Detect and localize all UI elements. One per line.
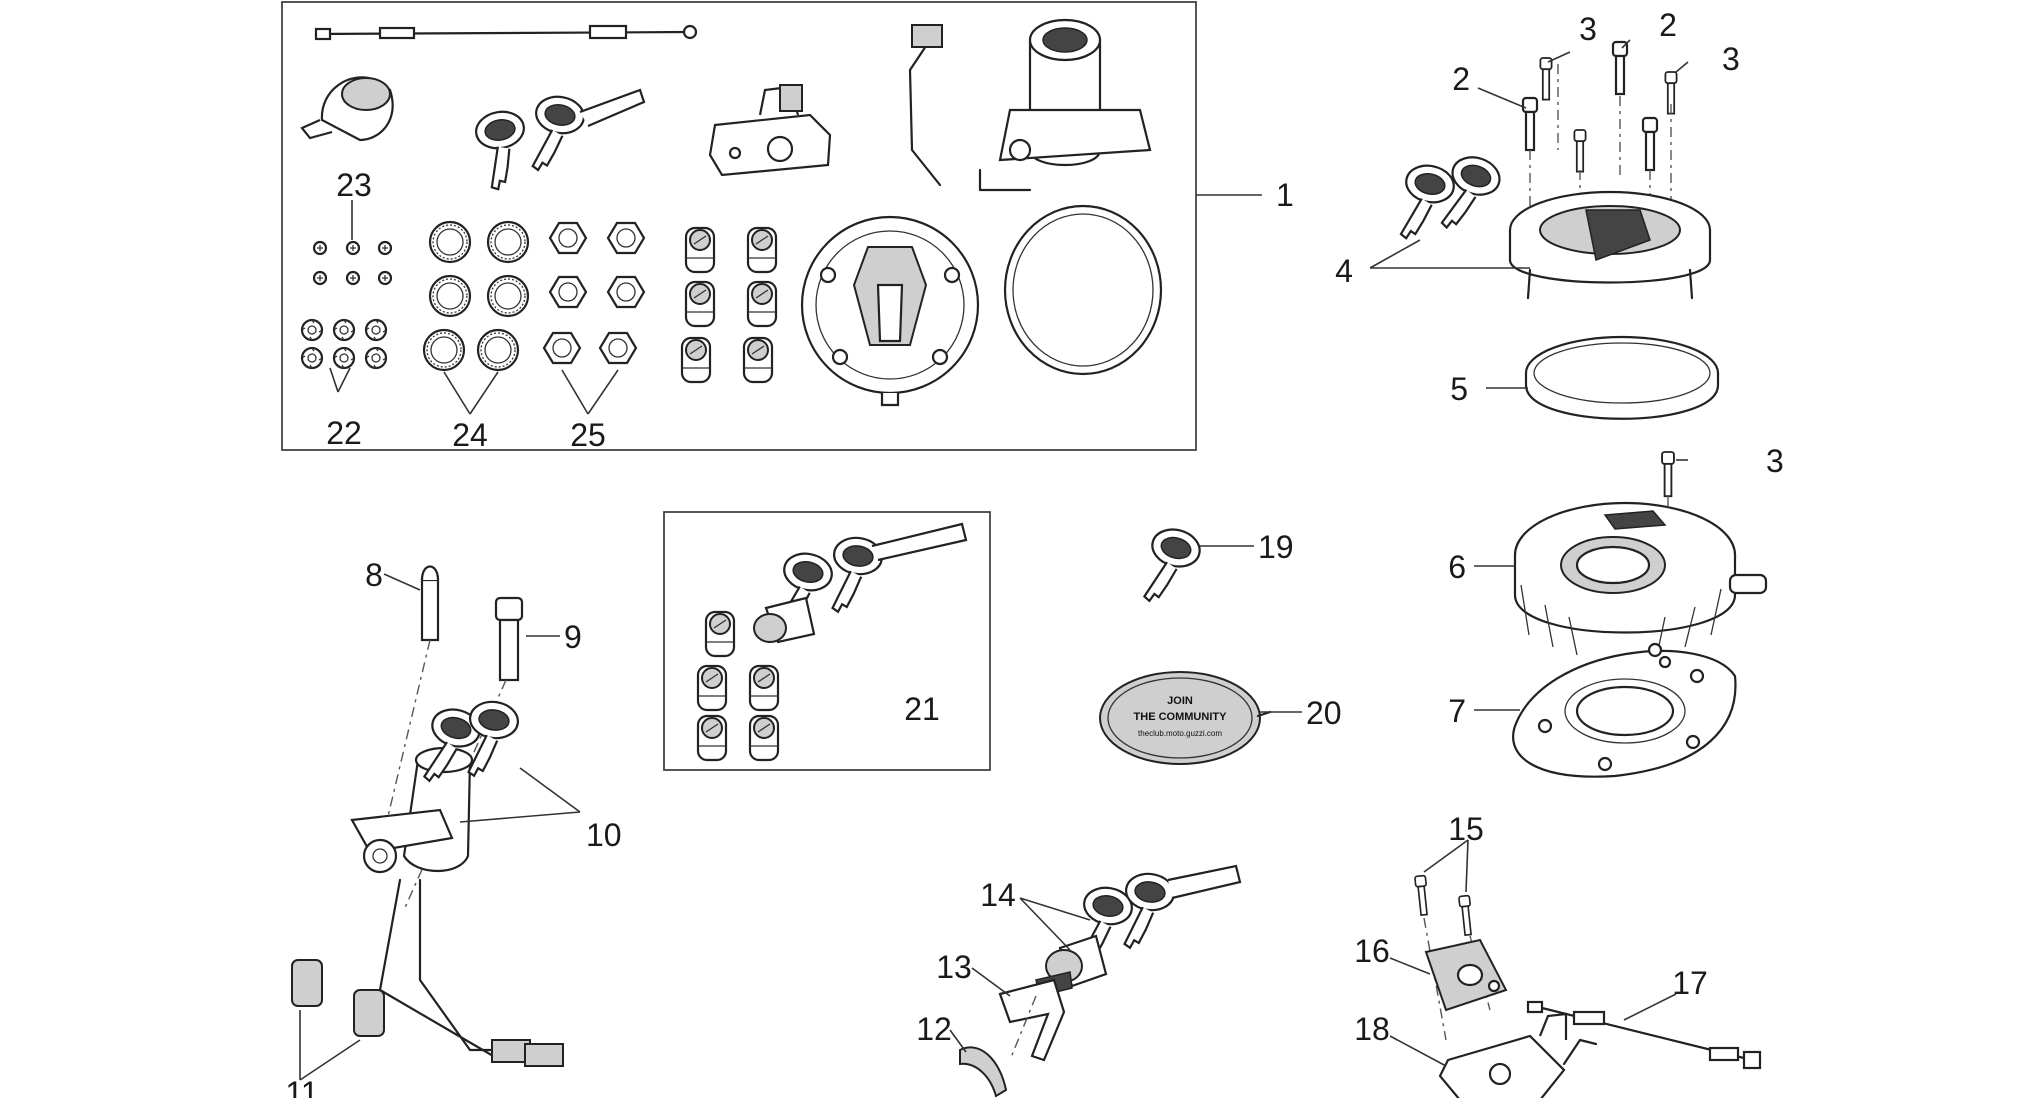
keyfob-logo-line-3: theclub.moto.guzzi.com — [1138, 729, 1222, 738]
callout-15: 15 — [1448, 811, 1484, 847]
callout-5: 5 — [1450, 371, 1468, 407]
callout-24: 24 — [452, 417, 488, 453]
kit-frame-1 — [281, 1, 1197, 451]
part-flange-7 — [1512, 642, 1737, 778]
part-keyfob-20: JOIN THE COMMUNITY theclub.moto.guzzi.co… — [1099, 671, 1272, 765]
part-ignition-switch-10 — [350, 746, 564, 1067]
kit-nuts-part — [542, 221, 646, 365]
callout-2a: 2 — [1452, 61, 1470, 97]
callout-21: 21 — [904, 691, 940, 727]
callout-8: 8 — [365, 557, 383, 593]
callout-17: 17 — [1672, 965, 1708, 1001]
callout-16: 16 — [1354, 933, 1390, 969]
callout-6: 6 — [1448, 549, 1466, 585]
keyfob-logo-line-2: THE COMMUNITY — [1134, 711, 1228, 723]
kit-ignition-switch-part — [908, 18, 1152, 192]
part-key-19 — [1136, 523, 1205, 612]
callout-4: 4 — [1335, 253, 1353, 289]
part-lock-kit-21 — [696, 522, 968, 762]
part-fuel-cap-top — [1508, 190, 1712, 300]
callout-11: 11 — [285, 1075, 318, 1098]
kit-bracket-part — [708, 84, 832, 177]
part-bolts-2-3 — [1521, 40, 1678, 173]
callout-2b: 2 — [1659, 7, 1677, 43]
part-bolt-9 — [494, 596, 524, 682]
kit-fuel-cap-part — [800, 215, 980, 407]
part-screws-15 — [1413, 874, 1475, 937]
callout-12: 12 — [916, 1011, 952, 1047]
callout-20: 20 — [1306, 695, 1342, 731]
kit-seat-lock-part — [300, 76, 394, 142]
callout-10: 10 — [586, 817, 622, 853]
kit-frame-21 — [663, 511, 991, 771]
callout-19: 19 — [1258, 529, 1294, 565]
kit-lock-barrels-part — [680, 226, 778, 384]
callout-25: 25 — [570, 417, 606, 453]
part-gasket-5 — [1524, 335, 1720, 420]
kit-star-washers-part — [300, 318, 388, 370]
kit-fixing-screws-part — [312, 240, 393, 286]
callout-3b: 3 — [1722, 41, 1740, 77]
kit-washers-part — [422, 220, 530, 372]
kit-cable-part — [314, 24, 698, 41]
keyfob-logo-line-1: JOIN — [1167, 695, 1193, 707]
part-plate-16 — [1424, 938, 1508, 1012]
callout-3a: 3 — [1579, 11, 1597, 47]
callout-13: 13 — [936, 949, 972, 985]
callout-22: 22 — [326, 415, 362, 451]
part-filler-base-6 — [1513, 501, 1768, 656]
part-pin-8 — [420, 565, 440, 642]
callout-23: 23 — [336, 167, 372, 203]
part-bracket-13 — [998, 978, 1066, 1062]
callout-9: 9 — [564, 619, 582, 655]
kit-gasket-part — [1003, 204, 1163, 376]
callout-18: 18 — [1354, 1011, 1390, 1047]
callout-3c: 3 — [1766, 443, 1784, 479]
kit-keys-part — [472, 88, 646, 193]
part-latch-18 — [1438, 1012, 1598, 1098]
callout-7: 7 — [1448, 693, 1466, 729]
part-caps-11 — [291, 959, 385, 1037]
part-clip-12 — [959, 1046, 1008, 1098]
callout-1: 1 — [1276, 177, 1294, 213]
part-lock-14 — [1035, 864, 1242, 997]
part-keys-4 — [1393, 150, 1506, 247]
part-cable-17 — [1526, 1000, 1762, 1070]
callout-14: 14 — [980, 877, 1016, 913]
